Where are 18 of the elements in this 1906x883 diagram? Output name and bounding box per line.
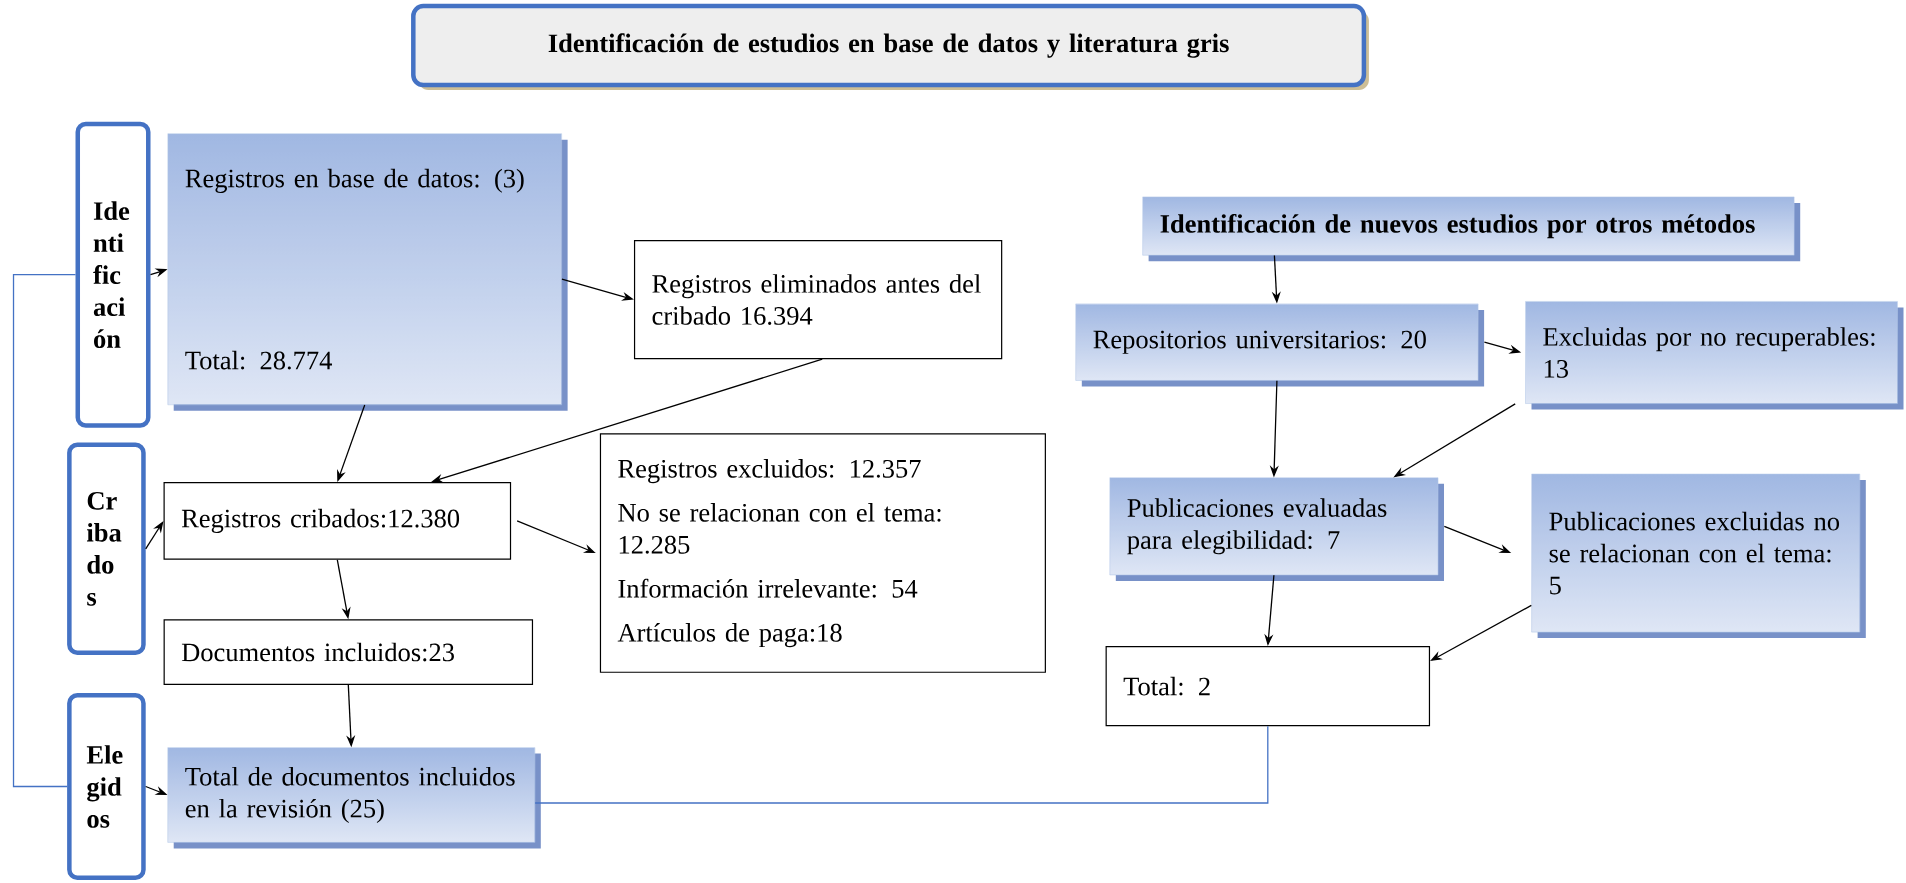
process-box: Total de documentos incluidos en la revisión (25) [167, 747, 541, 849]
phase-label-box: Cr iba do s [67, 442, 146, 655]
process-box: Registros cribados:12.380 [163, 482, 512, 560]
process-box: Repositorios universitarios: 20 [1075, 303, 1485, 387]
process-box: Publicaciones excluidas no se relacionan con el tema: 5 [1531, 473, 1866, 639]
connector-line [12, 274, 77, 788]
process-box: Identificación de nuevos estudios por otros métodos [1142, 196, 1801, 262]
process-box: Excluidas por no recuperables: 13 [1525, 301, 1904, 410]
phase-label-box: Ide nti fic aci ón [75, 121, 151, 428]
heading-box: Identificación de estudios en base de datos y literatura gris [411, 3, 1369, 91]
process-box: Registros en base de datos: (3) Total: 28.774 [167, 133, 568, 411]
process-box: Documentos incluidos:23 [163, 619, 534, 685]
connector-line [534, 725, 1269, 804]
process-box: Registros eliminados antes del cribado 16.394 [633, 240, 1003, 360]
process-box: Total: 2 [1105, 646, 1431, 727]
process-box: Registros excluidos: 12.357 No se relacionan con el tema: 12.285 Información irrelevante: 54 Artículos de paga:18 [599, 433, 1046, 673]
process-box: Publicaciones evaluadas para elegibilidad: 7 [1109, 477, 1444, 581]
phase-label-box: Ele gid os [67, 693, 146, 880]
